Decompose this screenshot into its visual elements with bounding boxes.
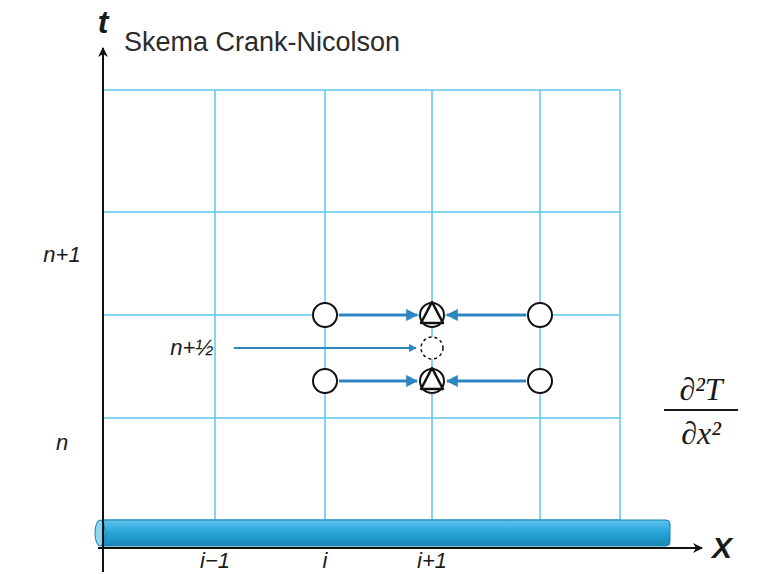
space-axis <box>98 547 702 549</box>
grid-point <box>528 369 552 393</box>
grid-border <box>103 90 620 520</box>
half-step-point <box>421 337 443 359</box>
delta-symbol <box>421 368 443 389</box>
grid-point <box>313 303 337 327</box>
axis-label: t <box>98 6 109 38</box>
grid-line <box>103 417 620 419</box>
leader-arrow <box>234 347 416 349</box>
time-level-label: n+½ <box>170 337 213 359</box>
time-level-label: n <box>56 432 68 454</box>
grid-index-label: i <box>323 550 328 572</box>
grid-point <box>313 369 337 393</box>
grid-point <box>420 369 444 393</box>
axis-label: X <box>712 533 732 563</box>
grid <box>103 90 620 520</box>
diagram-title: Skema Crank-Nicolson <box>124 29 400 56</box>
grid-point <box>528 303 552 327</box>
stencil-points <box>313 302 552 393</box>
formula-denominator: ∂x² <box>681 417 721 449</box>
stencil-arrow <box>447 380 526 383</box>
rod-body <box>98 520 670 546</box>
stencil-arrows <box>234 315 526 381</box>
fraction-bar <box>664 409 738 411</box>
time-level-label: n+1 <box>43 244 80 266</box>
grid-index-label: i+1 <box>417 550 447 572</box>
rod <box>95 520 670 546</box>
stencil-arrow <box>339 380 417 383</box>
stencil-arrow <box>447 314 526 317</box>
formula-numerator: ∂²T <box>679 373 722 405</box>
grid-point <box>420 303 444 327</box>
stencil-arrow <box>339 314 417 317</box>
grid-line <box>103 211 620 213</box>
grid-line <box>214 90 216 520</box>
delta-symbol <box>421 302 443 323</box>
grid-index-label: i−1 <box>200 550 230 572</box>
time-axis <box>102 48 104 572</box>
